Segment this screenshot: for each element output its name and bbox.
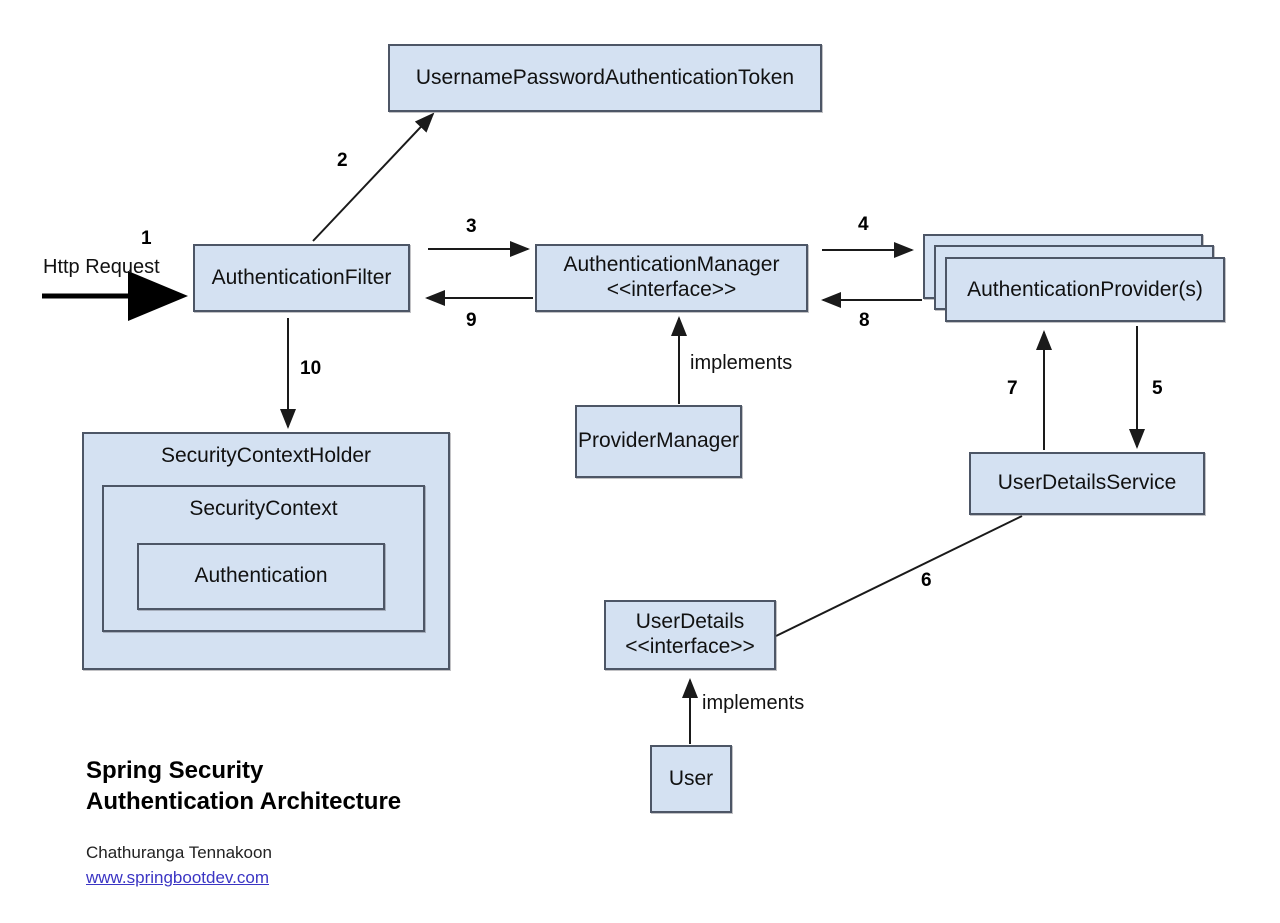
node-authentication-manager[interactable]: AuthenticationManager <<interface>> xyxy=(535,244,808,312)
edge-label-5: 5 xyxy=(1152,378,1163,399)
edge-label-implements-userdetails: implements xyxy=(702,692,805,714)
node-label: SecurityContext xyxy=(189,497,338,520)
diagram-website-link[interactable]: www.springbootdev.com xyxy=(86,868,269,887)
node-label: UsernamePasswordAuthenticationToken xyxy=(415,65,795,89)
node-label: SecurityContextHolder xyxy=(160,444,372,467)
edge-step-6 xyxy=(775,515,1023,637)
node-label: Authentication xyxy=(194,564,328,588)
node-label-line2: <<interface>> xyxy=(625,635,755,658)
node-label: UserDetailsService xyxy=(997,471,1177,495)
node-label-line1: UserDetails xyxy=(635,610,745,634)
node-label: AuthenticationProvider(s) xyxy=(967,277,1203,301)
node-authentication-provider[interactable]: AuthenticationProvider(s) xyxy=(945,257,1225,322)
diagram-author: Chathuranga Tennakoon xyxy=(86,843,272,862)
edge-label-implements-manager: implements xyxy=(690,352,793,374)
node-provider-manager[interactable]: ProviderManager xyxy=(575,405,742,478)
node-username-password-authentication-token[interactable]: UsernamePasswordAuthenticationToken xyxy=(388,44,822,112)
node-label: AuthenticationFilter xyxy=(211,265,392,289)
node-label: ProviderManager xyxy=(577,429,740,453)
edge-label-8: 8 xyxy=(859,310,870,331)
edge-label-1: 1 xyxy=(141,228,152,249)
node-authentication-filter[interactable]: AuthenticationFilter xyxy=(193,244,410,312)
diagram-title-line1: Spring Security xyxy=(86,757,264,784)
node-label-line2: <<interface>> xyxy=(606,278,737,301)
edge-label-6: 6 xyxy=(921,570,932,591)
node-user-details[interactable]: UserDetails <<interface>> xyxy=(604,600,776,670)
node-user-details-service[interactable]: UserDetailsService xyxy=(969,452,1205,515)
edge-label-10: 10 xyxy=(300,358,322,379)
edge-label-9: 9 xyxy=(466,310,477,331)
node-authentication-providers-stack[interactable]: AuthenticationProvider(s) xyxy=(923,234,1225,326)
node-user[interactable]: User xyxy=(650,745,732,813)
edge-label-3: 3 xyxy=(466,216,477,237)
node-label: User xyxy=(668,766,714,790)
edge-step-2 xyxy=(312,112,435,242)
edge-label-2: 2 xyxy=(337,150,348,171)
diagram-title-line2: Authentication Architecture xyxy=(86,788,402,815)
edge-label-4: 4 xyxy=(858,214,869,235)
edge-label-7: 7 xyxy=(1007,378,1018,399)
edge-label-http-request: Http Request xyxy=(43,256,160,278)
node-label-line1: AuthenticationManager xyxy=(563,253,780,277)
node-authentication[interactable]: Authentication xyxy=(137,543,385,610)
